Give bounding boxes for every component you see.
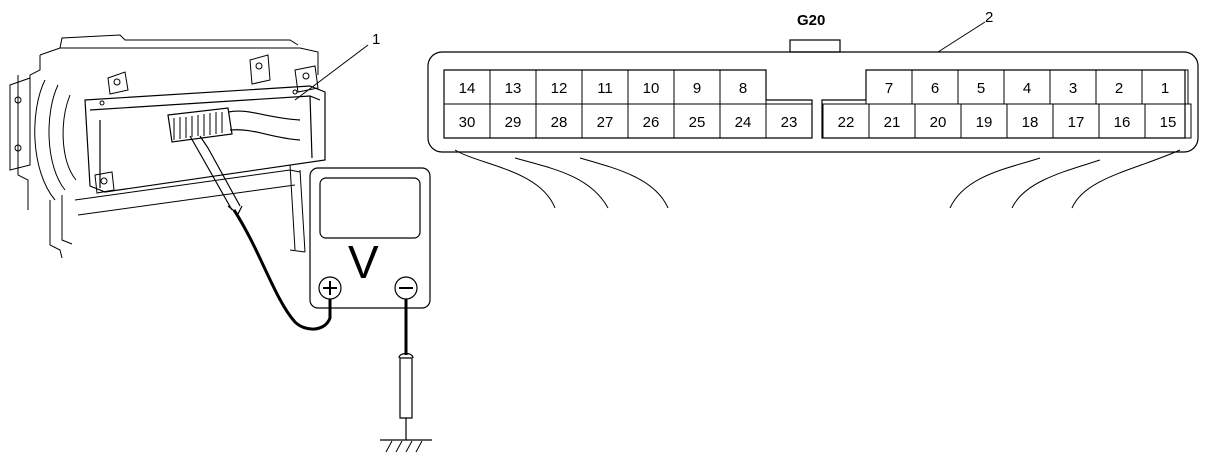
pin-2: 2 [1095, 69, 1143, 105]
pin-label: 19 [976, 114, 993, 131]
pin-label: 29 [505, 114, 522, 131]
pin-18: 18 [1006, 103, 1054, 139]
pin-17: 17 [1052, 103, 1100, 139]
pin-label: 2 [1115, 80, 1123, 97]
pin-label: 16 [1114, 114, 1131, 131]
pin-4: 4 [1003, 69, 1051, 105]
pin-1: 1 [1141, 69, 1189, 105]
control-unit-illustration [9, 34, 326, 259]
pin-label: 28 [551, 114, 568, 131]
pin-label: 1 [1161, 80, 1169, 97]
pin-label: 14 [459, 80, 476, 97]
plus-icon [323, 281, 337, 295]
callout-2: 2 [937, 9, 993, 53]
pin-label: 26 [643, 114, 660, 131]
pin-label: 17 [1068, 114, 1085, 131]
pin-5: 5 [957, 69, 1005, 105]
pin-26: 26 [627, 103, 675, 139]
pin-16: 16 [1098, 103, 1146, 139]
callout-1-label: 1 [372, 31, 380, 48]
pin-30: 30 [443, 103, 491, 139]
pin-label: 25 [689, 114, 706, 131]
pin-23: 23 [765, 103, 813, 139]
voltmeter-body [309, 167, 431, 309]
connector-latch [789, 39, 841, 53]
pin-label: 11 [597, 80, 613, 97]
ground-icon [385, 440, 423, 453]
pin-label: 20 [930, 114, 947, 131]
pin-20: 20 [914, 103, 962, 139]
pin-7: 7 [865, 69, 913, 105]
voltmeter: V [309, 167, 431, 309]
pin-label: 5 [977, 80, 985, 97]
pin-8: 8 [719, 69, 767, 105]
pin-cell [765, 103, 813, 139]
voltmeter-display [319, 177, 421, 239]
pin-25: 25 [673, 103, 721, 139]
pin-label: 22 [838, 114, 855, 131]
ground-probe [380, 299, 432, 453]
pin-10: 10 [627, 69, 675, 105]
pin-9: 9 [673, 69, 721, 105]
pin-label: 12 [551, 80, 568, 97]
pin-label: 6 [931, 80, 939, 97]
pin-15: 15 [1144, 103, 1192, 139]
connector-wires [454, 149, 1181, 209]
voltmeter-symbol: V [348, 236, 379, 288]
callout-1: 1 [294, 31, 380, 101]
pin-label: 3 [1069, 80, 1077, 97]
pin-label: 7 [885, 80, 893, 97]
pin-22: 22 [822, 103, 870, 139]
pin-14: 14 [443, 69, 491, 105]
pin-11: 11 [581, 69, 629, 105]
pin-19: 19 [960, 103, 1008, 139]
pin-label: 15 [1160, 114, 1177, 131]
pin-label: 30 [459, 114, 476, 131]
pin-label: 13 [505, 80, 522, 97]
pin-label: 9 [693, 80, 701, 97]
pin-6: 6 [911, 69, 959, 105]
pin-label: 23 [781, 114, 798, 131]
pin-label: 4 [1023, 80, 1031, 97]
pin-28: 28 [535, 103, 583, 139]
callout-2-label: 2 [985, 9, 993, 26]
pin-24: 24 [719, 103, 767, 139]
pin-label: 27 [597, 114, 614, 131]
pin-cell [1144, 103, 1192, 139]
pin-21: 21 [868, 103, 916, 139]
pin-label: 21 [884, 114, 901, 131]
pin-label: 8 [739, 80, 747, 97]
connector-name: G20 [797, 12, 825, 29]
pin-29: 29 [489, 103, 537, 139]
pin-27: 27 [581, 103, 629, 139]
pin-12: 12 [535, 69, 583, 105]
pin-label: 24 [735, 114, 752, 131]
pin-label: 18 [1022, 114, 1039, 131]
pin-label: 10 [643, 80, 660, 97]
pin-3: 3 [1049, 69, 1097, 105]
positive-lead [232, 209, 332, 331]
pin-13: 13 [489, 69, 537, 105]
connector-housing [427, 51, 1199, 153]
